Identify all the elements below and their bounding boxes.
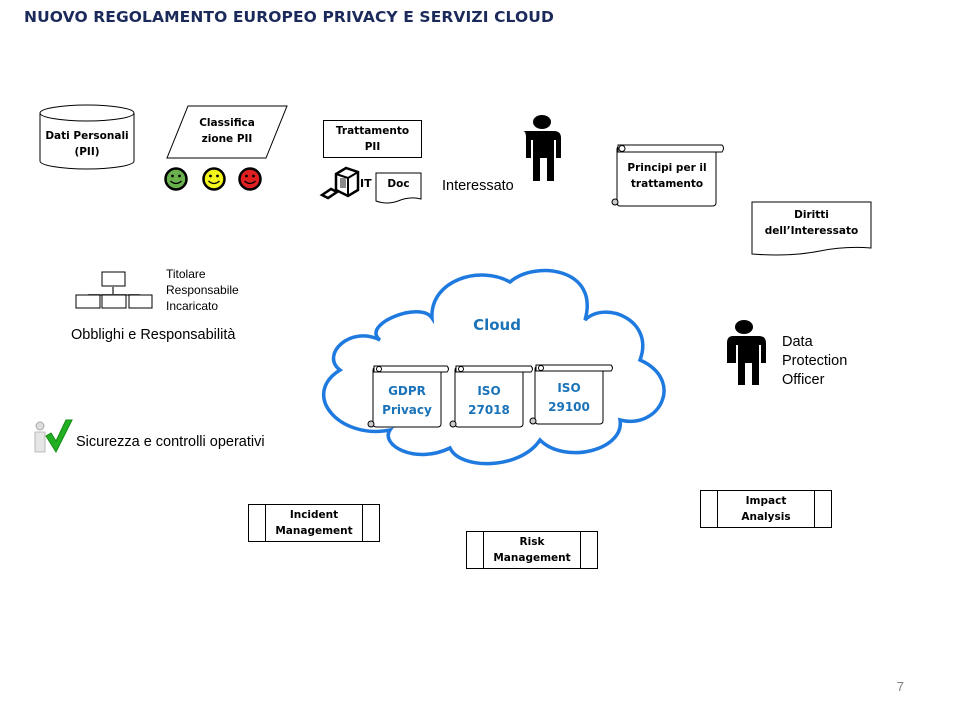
it-label: IT	[360, 177, 372, 190]
dpo-line2: Protection	[782, 353, 848, 369]
personal-data-label: Dati Personali (PII)	[40, 128, 134, 160]
dpo-person-icon	[727, 320, 766, 385]
rights-line1: Diritti	[794, 209, 829, 221]
incident-line1: Incident	[289, 509, 339, 521]
security-label: Sicurezza e controlli operativi	[76, 434, 265, 450]
green-smiley-icon	[164, 167, 188, 191]
processing-line2: PII	[364, 141, 381, 153]
principles-label: Principi per il trattamento	[618, 160, 716, 192]
dpo-line3: Officer	[782, 372, 825, 388]
org-roles-list: Titolare Responsabile Incaricato	[166, 266, 239, 314]
risk-line2: Management	[493, 552, 571, 564]
doc-label: Doc	[387, 178, 410, 190]
impact-line1: Impact	[745, 495, 787, 507]
role-responsabile: Responsabile	[166, 283, 239, 297]
risk-management-box: Risk Management	[466, 531, 598, 569]
impact-line2: Analysis	[741, 511, 791, 523]
dpo-line1: Data	[782, 334, 813, 350]
role-titolare: Titolare	[166, 267, 206, 281]
personal-data-line2: (PII)	[74, 146, 100, 158]
iso-29100-line1: ISO	[557, 381, 581, 395]
incident-line2: Management	[275, 525, 353, 537]
computer-icon	[319, 166, 360, 200]
dpo-label: Data Protection Officer	[782, 333, 847, 390]
iso-27018-scroll	[449, 365, 533, 428]
rights-document	[751, 201, 872, 256]
classification-line1: Classifica	[199, 117, 255, 129]
iso-29100-scroll	[529, 364, 613, 425]
yellow-smiley-icon	[202, 167, 226, 191]
cloud-label: Cloud	[473, 316, 521, 334]
classification-label: Classifica zione PII	[180, 115, 274, 147]
org-chart-icon	[75, 271, 153, 309]
incident-management-box: Incident Management	[248, 504, 380, 542]
iso-27018-label: ISO 27018	[455, 382, 523, 420]
iso-27018-line1: ISO	[477, 384, 501, 398]
gdpr-line1: GDPR	[388, 384, 426, 398]
classification-line2: zione PII	[201, 133, 253, 145]
impact-analysis-box: Impact Analysis	[700, 490, 832, 528]
principles-line2: trattamento	[630, 178, 704, 190]
gdpr-line2: Privacy	[382, 403, 432, 417]
document-shape	[375, 172, 422, 204]
checkmark-icon	[34, 419, 73, 454]
data-subject-label: Interessato	[442, 178, 514, 194]
processing-box: Trattamento PII	[323, 120, 422, 158]
slide-title: NUOVO REGOLAMENTO EUROPEO PRIVACY E SERV…	[24, 8, 554, 26]
processing-line1: Trattamento	[335, 125, 410, 137]
obligations-label: Obblighi e Responsabilità	[71, 327, 236, 343]
database-cylinder	[39, 104, 135, 170]
role-incaricato: Incaricato	[166, 299, 219, 313]
personal-data-line1: Dati Personali	[45, 130, 129, 142]
principles-scroll	[611, 144, 724, 207]
classification-parallelogram	[166, 105, 288, 159]
gdpr-scroll	[367, 365, 449, 428]
iso-27018-line2: 27018	[468, 403, 510, 417]
principles-line1: Principi per il	[627, 162, 707, 174]
page-number: 7	[896, 679, 904, 694]
person-icon	[523, 115, 561, 181]
iso-29100-line2: 29100	[548, 400, 590, 414]
red-smiley-icon	[238, 167, 262, 191]
rights-line2: dell’Interessato	[764, 225, 859, 237]
rights-label: Diritti dell’Interessato	[752, 207, 871, 239]
risk-line1: Risk	[519, 536, 545, 548]
iso-29100-label: ISO 29100	[535, 379, 603, 417]
gdpr-label: GDPR Privacy	[373, 382, 441, 420]
